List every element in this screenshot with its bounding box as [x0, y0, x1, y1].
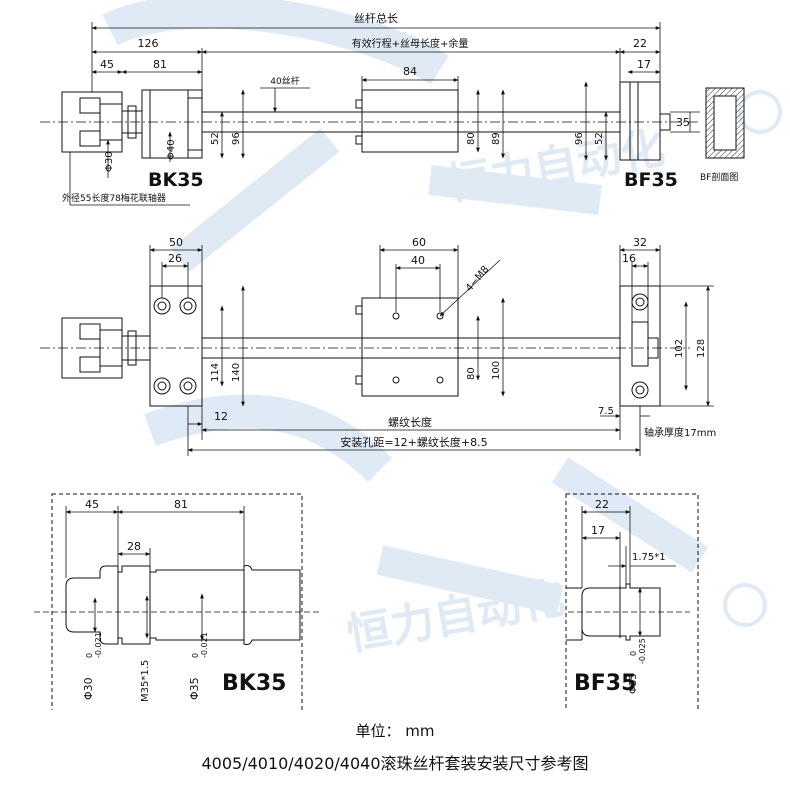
dim-81: 81	[153, 58, 167, 71]
screw-label: 40丝杆	[270, 75, 299, 87]
bk-dim-45: 45	[85, 498, 99, 511]
dim-100: 100	[491, 361, 502, 380]
dim-80-mid: 80	[466, 367, 477, 380]
holes-4-m8: 4−M8	[464, 264, 492, 294]
total-length-label: 丝杆总长	[354, 11, 398, 25]
top-dimension-labels: 丝杆总长 126 有效行程+丝母长度+余量 22 45 81 17 84 40丝…	[62, 11, 738, 204]
bf-dim-17: 17	[591, 524, 605, 537]
bk-tol-30: -0.021	[94, 632, 103, 658]
dim-22: 22	[633, 37, 647, 50]
dim-16: 16	[622, 252, 636, 265]
dim-12: 12	[214, 410, 228, 423]
dim-84: 84	[403, 65, 417, 78]
dim-96-left: 96	[231, 132, 242, 145]
bk-tol-zero-30: 0	[85, 653, 94, 658]
mount-hole-label: 安装孔距=12+螺纹长度+8.5	[340, 435, 487, 449]
nut-flange	[361, 297, 459, 397]
unit-label: 单位： mm	[355, 722, 435, 740]
middle-assembly-view	[61, 285, 661, 407]
top-assembly-view	[61, 81, 745, 161]
dim-17: 17	[637, 58, 651, 71]
screw-nut	[361, 89, 459, 153]
top-dimensions	[69, 22, 700, 206]
dim-60: 60	[412, 236, 426, 249]
dim-126: 126	[138, 37, 159, 50]
dim-7-5: 7.5	[598, 406, 614, 417]
bf35-detail-label: BF35	[574, 671, 636, 696]
dim-140: 140	[231, 363, 242, 382]
bk35-top-label: BK35	[148, 169, 204, 191]
dim-32: 32	[633, 236, 647, 249]
dim-52-right: 52	[594, 132, 605, 145]
dim-26: 26	[168, 252, 182, 265]
phi30-label: Φ30	[104, 151, 115, 172]
bf35-detail-box: 22 17 1.75*1 Φ35 0 -0.025 BF35	[565, 493, 699, 715]
bk-tol-35: -0.021	[200, 632, 209, 658]
dim-50: 50	[169, 236, 183, 249]
bk35-detail-box: 45 81 28 Φ30 0 -0.021 M35*1.5 Φ35 0 -0.0…	[34, 493, 320, 715]
dim-114: 114	[210, 363, 221, 382]
dim-40: 40	[411, 254, 425, 267]
bk-dim-28: 28	[127, 540, 141, 553]
bk35-detail-label: BK35	[222, 671, 286, 696]
technical-drawing: 恒力自动化 恒力自动化	[34, 0, 782, 715]
bearing-thickness-label: 轴承厚度17mm	[644, 426, 716, 439]
bk-m35: M35*1.5	[140, 660, 151, 702]
dim-80: 80	[466, 132, 477, 145]
dim-96-right: 96	[574, 132, 585, 145]
bf-phi35: Φ35	[628, 673, 639, 694]
middle-dimensions	[149, 245, 714, 456]
dim-45: 45	[100, 58, 114, 71]
coupling-note: 外径55长度78梅花联轴器	[62, 192, 166, 204]
drawing-title: 4005/4010/4020/4040滚珠丝杆套装安装尺寸参考图	[201, 754, 589, 773]
bf35-front-block	[619, 285, 661, 407]
bk-dim-81: 81	[174, 498, 188, 511]
bf-tol-35: -0.025	[638, 638, 647, 664]
bf-dim-1-75: 1.75*1	[632, 552, 666, 563]
bf-dim-22: 22	[595, 498, 609, 511]
dim-52-left: 52	[210, 132, 221, 145]
bk-tol-zero-35: 0	[191, 653, 200, 658]
dim-102: 102	[674, 339, 685, 358]
effective-travel-label: 有效行程+丝母长度+余量	[352, 37, 469, 50]
bf35-top-label: BF35	[624, 169, 678, 191]
dim-35: 35	[676, 116, 690, 129]
bk-phi30: Φ30	[82, 677, 95, 700]
brand-watermark: 恒力自动化 恒力自动化	[102, 0, 782, 661]
bf-section-label: BF剖面图	[700, 171, 738, 183]
bf-tol-zero: 0	[629, 651, 638, 656]
bk35-front-block	[149, 285, 203, 407]
dim-128: 128	[696, 339, 707, 358]
dim-89: 89	[491, 132, 502, 145]
thread-length-label: 螺纹长度	[388, 415, 432, 429]
bk-phi35: Φ35	[188, 677, 201, 700]
phi40-label: Φ40	[166, 139, 177, 160]
